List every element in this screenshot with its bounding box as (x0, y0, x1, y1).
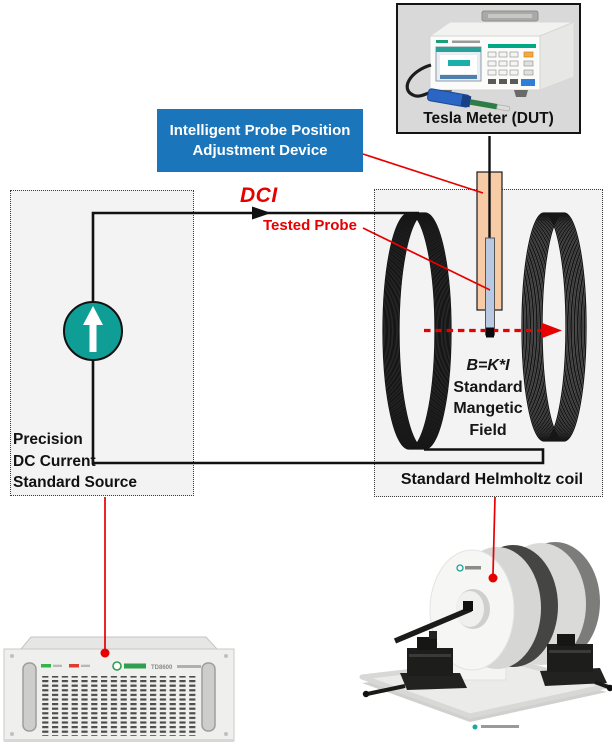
annotation-line-adjustment (362, 153, 484, 194)
vent-grid (41, 676, 199, 736)
coil-logo (456, 564, 464, 572)
hall-probe (426, 88, 511, 112)
probe-adjustment-line1: Intelligent Probe Position (169, 121, 351, 139)
field-annotation: B=K*I Standard Mangetic Field (407, 355, 569, 441)
tesla-meter-photo-box: Tesla Meter (DUT) (396, 3, 581, 134)
helmholtz-coil-photo (345, 538, 612, 751)
brand-logo (112, 661, 122, 671)
probe-cable (405, 63, 432, 98)
instrument-model: TD8600 (151, 665, 173, 671)
tesla-meter-label: Tesla Meter (DUT) (423, 110, 554, 127)
red-led (69, 664, 79, 668)
keypad-bar (488, 44, 536, 48)
probe-adjustment-line2: Adjustment Device (192, 141, 328, 159)
left-rod (393, 606, 473, 644)
instrument-lid (19, 636, 219, 650)
tesla-meter-photo (405, 10, 575, 112)
probe-adjustment-device-box: Intelligent Probe Position Adjustment De… (157, 109, 363, 172)
dc-source-label: Precision DC Current Standard Source (13, 431, 138, 491)
right-vise (540, 634, 612, 692)
left-handle (22, 662, 37, 732)
blue-key (521, 79, 535, 86)
dc-source-instrument-photo: TD8600 (3, 634, 237, 751)
right-handle (201, 662, 216, 732)
field-formula: B=K*I (466, 357, 510, 374)
orange-key (523, 51, 534, 58)
helmholtz-box (374, 189, 603, 497)
green-led (41, 664, 51, 668)
helmholtz-coil-label: Standard Helmholtz coil (400, 471, 584, 488)
tested-probe-label: Tested Probe (263, 217, 357, 234)
left-vise (362, 631, 467, 698)
keypad (487, 51, 519, 76)
brand-logo (436, 40, 448, 43)
dci-label: DCI (240, 184, 278, 207)
